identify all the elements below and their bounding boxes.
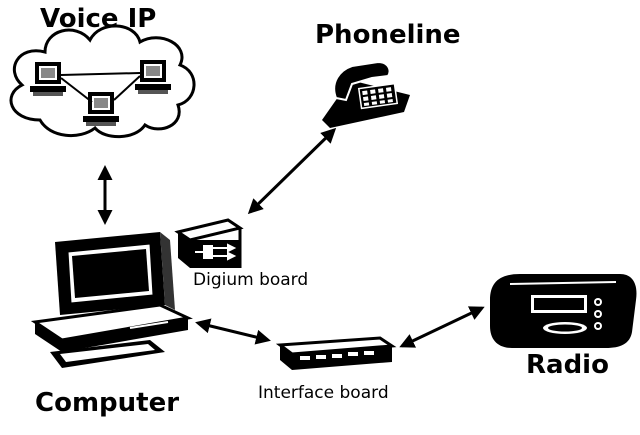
connector-computer-interface (195, 318, 271, 345)
cloud-icon (9, 24, 196, 139)
radio-label: Radio (526, 350, 609, 380)
network-links (60, 72, 141, 103)
circuit-board-icon (174, 218, 244, 268)
voice-ip-label: Voice IP (40, 4, 157, 34)
connector-interface-radio (399, 306, 485, 348)
computer-label: Computer (35, 388, 180, 418)
connector-digium-phoneline (247, 127, 337, 215)
interface-board-icon (275, 336, 397, 370)
interface-board-label: Interface board (258, 383, 389, 403)
telephone-icon (322, 60, 410, 128)
desktop-computer-icon (30, 232, 193, 368)
network-computer-icon (30, 62, 66, 96)
network-computer-icon (83, 92, 119, 126)
radio-icon (490, 274, 637, 348)
phoneline-label: Phoneline (315, 20, 461, 50)
digium-board-label: Digium board (193, 270, 309, 290)
network-computer-icon (135, 60, 171, 94)
